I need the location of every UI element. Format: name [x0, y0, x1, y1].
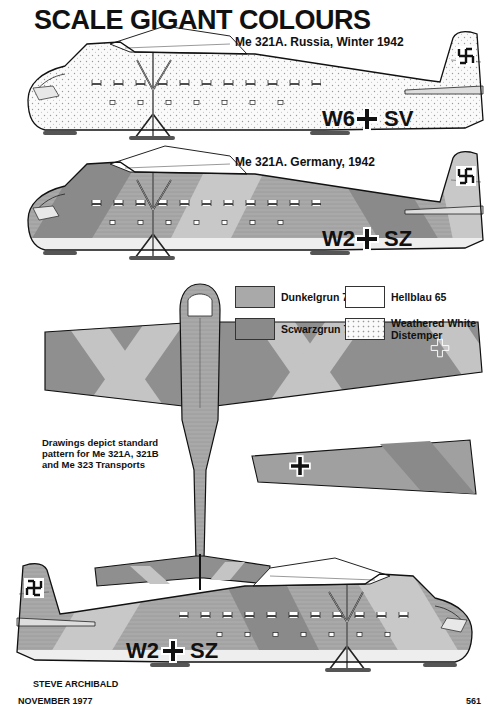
legend-label: Dunkelgrun 71	[281, 291, 354, 303]
plan-view-part	[200, 318, 201, 408]
balkenkreuz	[356, 228, 378, 250]
plan-view-part	[40, 315, 490, 415]
page-title: SCALE GIGANT COLOURS	[34, 6, 371, 36]
issue-date: NOVEMBER 1977	[18, 696, 93, 706]
registration-code: SZ	[384, 228, 412, 250]
side-profile-germany-port	[15, 557, 475, 672]
profile-caption: Me 321A. Russia, Winter 1942	[235, 36, 404, 50]
registration-code: W6	[322, 108, 355, 130]
page-number: 561	[466, 696, 481, 706]
plan-view-part-part	[431, 339, 449, 357]
side-profile-germany-part	[28, 146, 483, 260]
legend-label: Weathered White Distemper	[391, 317, 486, 341]
plan-view	[40, 284, 490, 590]
plan-view-part	[210, 562, 245, 580]
registration-code: SZ	[190, 640, 218, 662]
artist-credit: STEVE ARCHIBALD	[33, 679, 118, 689]
balkenkreuz	[356, 108, 378, 130]
side-profile-germany-port-part-part	[45, 562, 165, 662]
balkenkreuz	[162, 640, 184, 662]
legend-swatch	[345, 318, 385, 340]
plan-view-part-part	[40, 315, 490, 415]
plan-view-part	[130, 566, 170, 584]
profile-caption: Me 321A. Germany, 1942	[235, 156, 375, 170]
side-profile-germany-port-part	[17, 558, 472, 672]
legend-swatch	[235, 318, 275, 340]
registration-code: W2	[322, 228, 355, 250]
wing-underside-part	[290, 456, 310, 476]
legend-swatch	[345, 286, 385, 308]
plan-view-part	[188, 294, 212, 316]
legend-swatch	[235, 286, 275, 308]
plan-view-part	[95, 556, 270, 586]
plan-view-part	[431, 339, 449, 357]
plan-view-part	[180, 284, 220, 560]
legend-label: Hellblau 65	[391, 291, 446, 303]
plan-view-part	[199, 554, 201, 590]
wing-underside-part	[252, 440, 476, 494]
side-profile-winter	[25, 25, 485, 140]
legend-label: Scwarzgrun 70	[281, 323, 355, 335]
wing-underside	[252, 440, 476, 494]
registration-code: W2	[126, 640, 159, 662]
wing-underside-part	[380, 441, 475, 494]
drawing-note: Drawings depict standard pattern for Me …	[42, 438, 177, 471]
registration-code: SV	[384, 108, 413, 130]
side-profile-germany	[25, 145, 485, 260]
side-profile-winter-part	[28, 26, 483, 140]
